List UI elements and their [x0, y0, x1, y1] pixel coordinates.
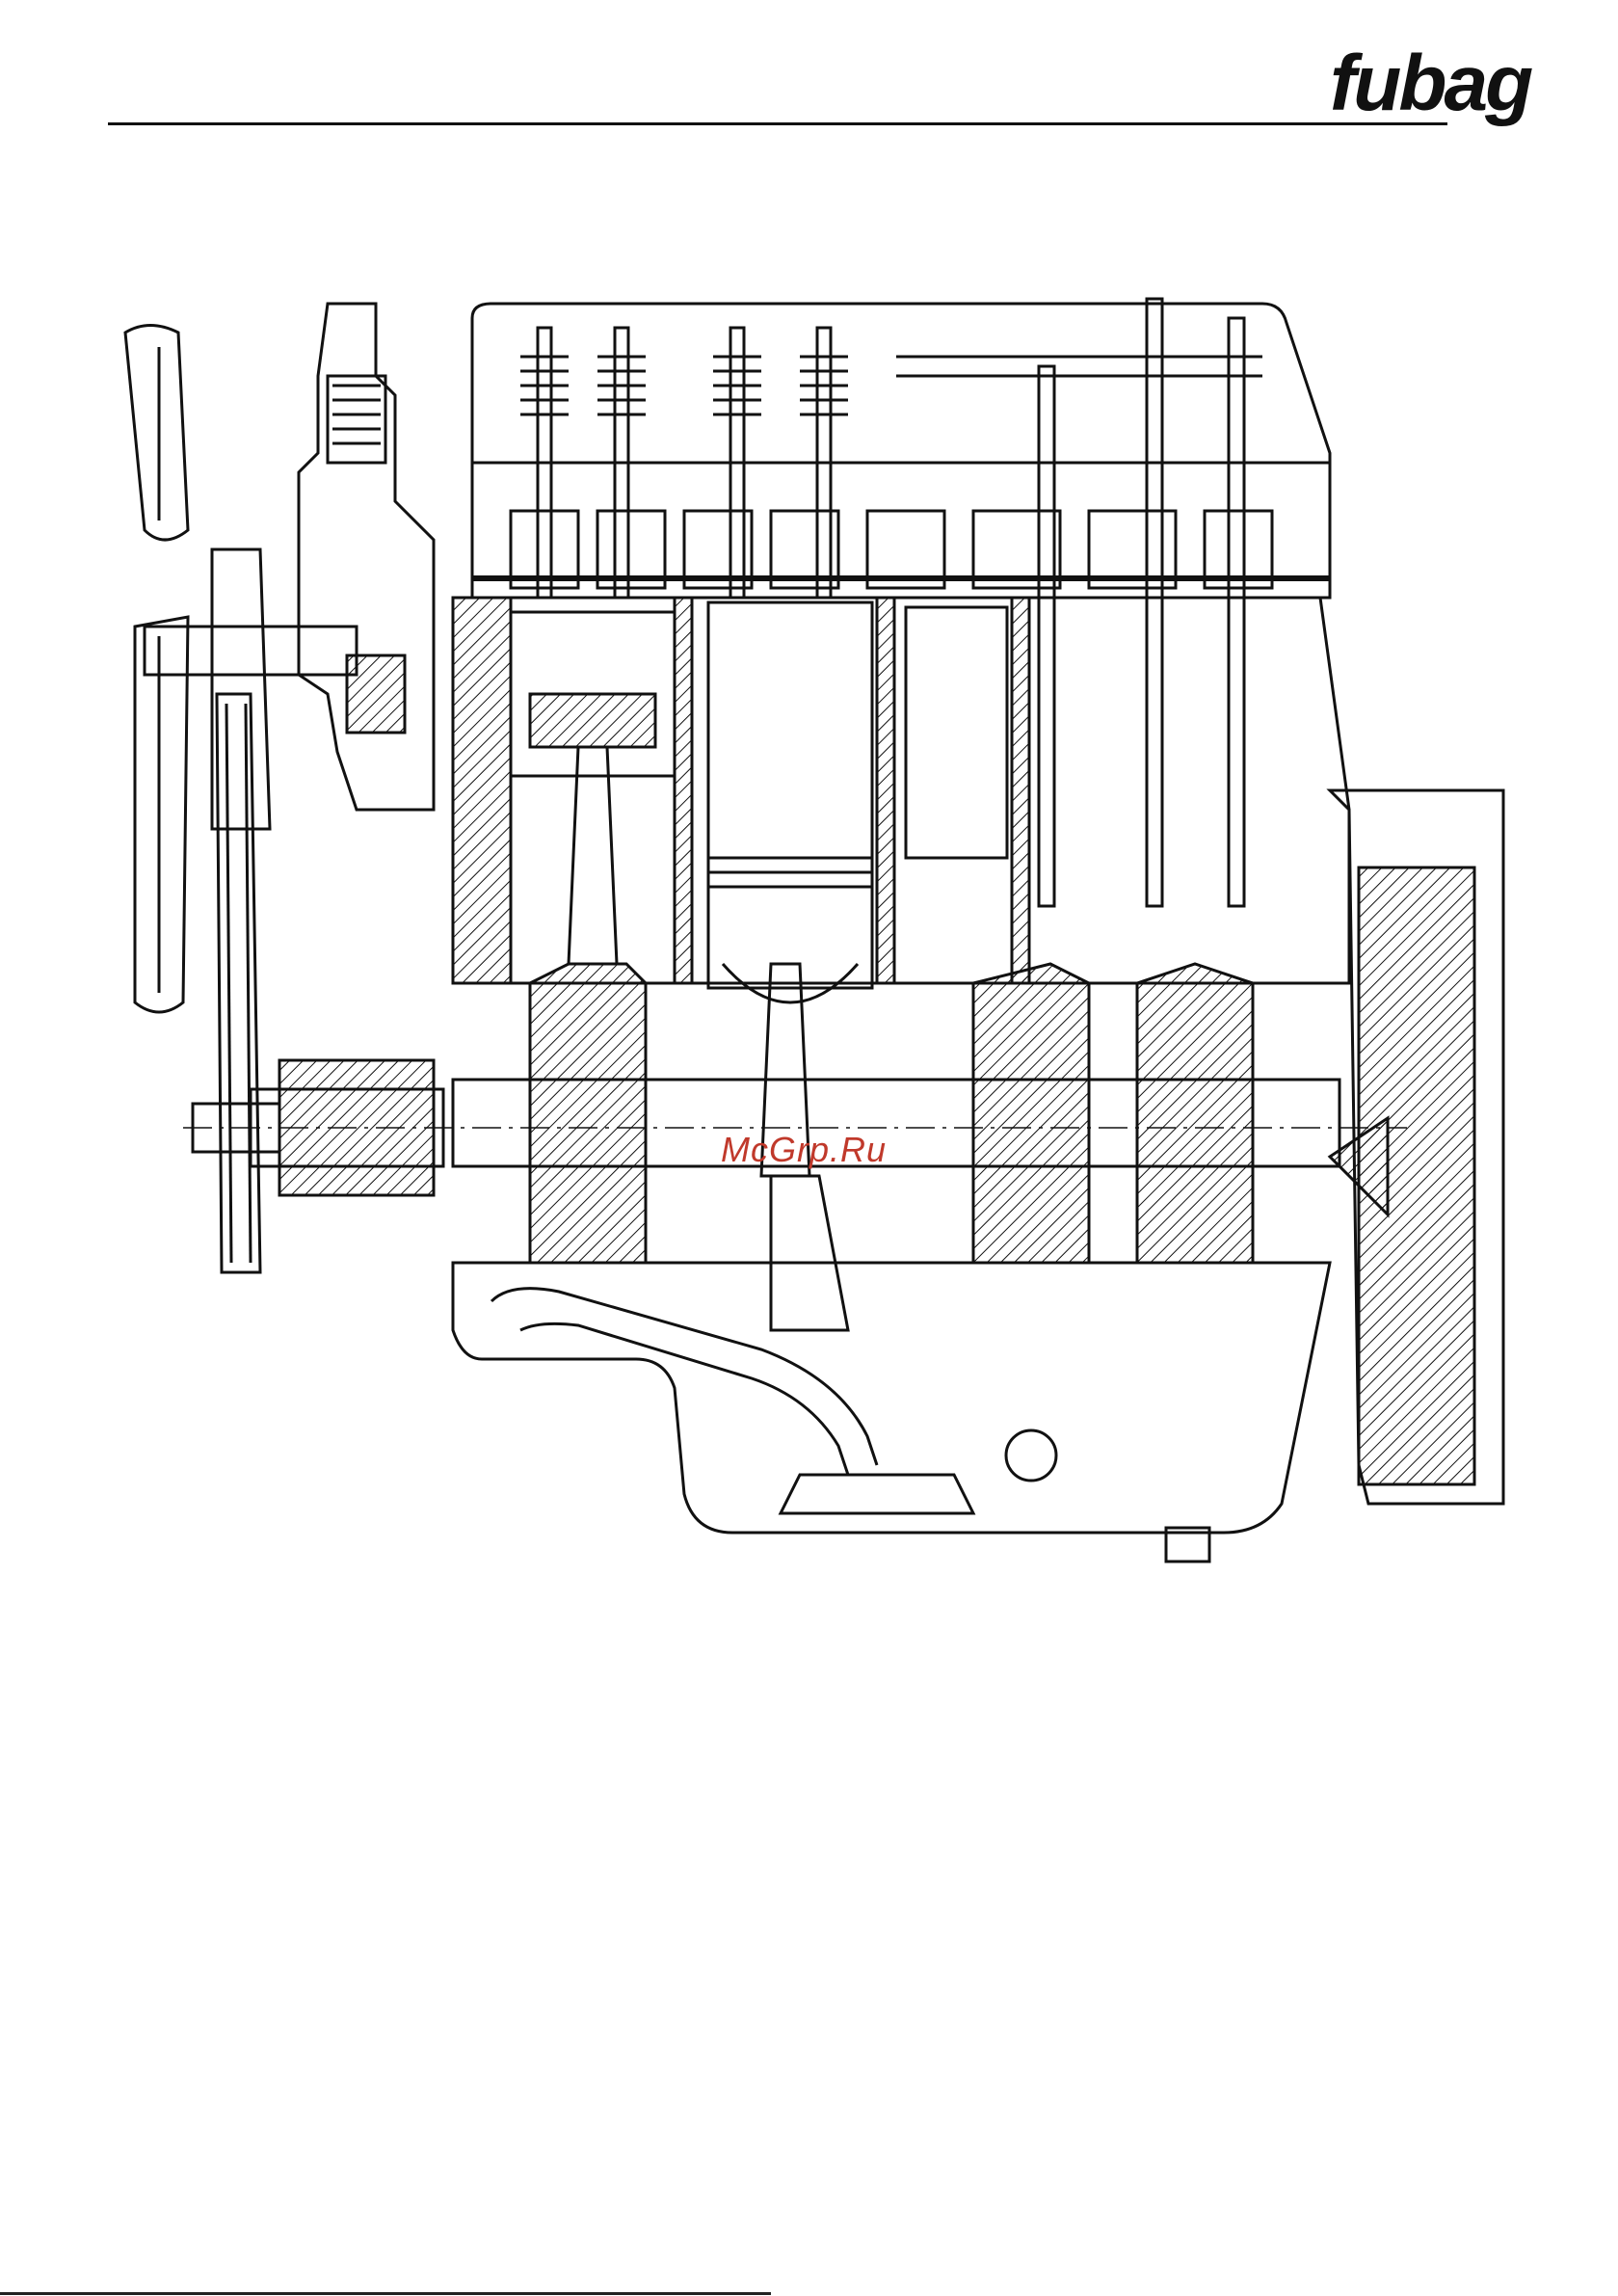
footer-rule [0, 2292, 771, 2295]
oil-pan [453, 1263, 1330, 1562]
cylinder-block [453, 598, 1349, 983]
flywheel-housing [1330, 790, 1503, 1504]
cylinder-head [472, 304, 1330, 598]
pistons [511, 602, 1007, 1002]
header-rule [108, 122, 1447, 125]
water-pump [299, 304, 434, 810]
watermark: McGrp.Ru [721, 1130, 887, 1170]
fan-blade [125, 326, 357, 1013]
engine-cross-section-drawing [106, 289, 1513, 1610]
brand-logo-text: fubag [1330, 44, 1530, 123]
pulley [212, 549, 270, 1272]
